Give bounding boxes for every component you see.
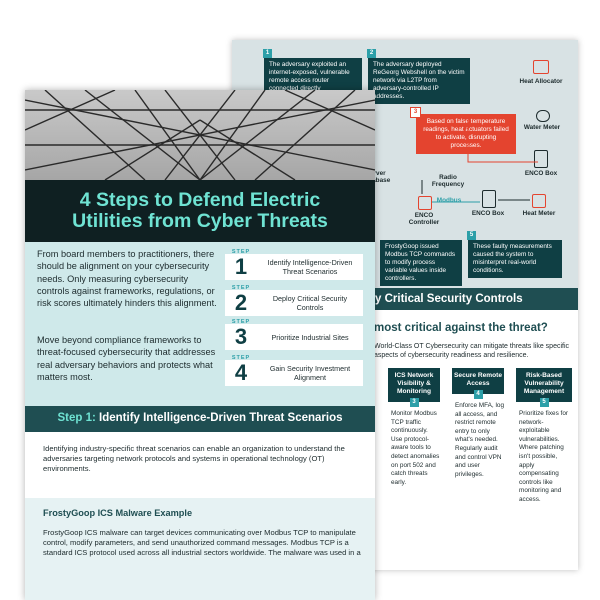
water-meter-icon: [536, 110, 550, 122]
step-4-label: STEP: [231, 355, 251, 361]
step-1-heading-title: Identify Intelligence-Driven Threat Scen…: [95, 412, 343, 424]
front-page: 4 Steps to Defend Electric Utilities fro…: [25, 90, 375, 600]
water-meter-label: Water Meter: [523, 124, 561, 131]
title-line-2: Utilities from Cyber Threats: [72, 210, 328, 232]
step-1-badge: STEP 1: [227, 249, 255, 283]
step-3-badge: STEP 3: [227, 319, 255, 353]
control-column-2: Secure Remote Access 4 Enforce MFA, log …: [452, 368, 504, 479]
step-4-text: Gain Security Investment Alignment: [269, 364, 351, 382]
callout-1-num: 1: [263, 49, 272, 58]
callout-1: 1 The adversary exploited an internet-ex…: [263, 49, 362, 96]
control-column-2-num: 4: [473, 390, 483, 399]
control-column-2-body: Enforce MFA, log all access, and restric…: [455, 402, 505, 478]
example-title: FrostyGoop ICS Malware Example: [43, 508, 193, 518]
step-1-body-paragraph: Identifying industry-specific threat sce…: [43, 444, 345, 473]
callout-5-text: These faulty measurements caused the sys…: [473, 243, 552, 274]
heat-meter-label: Heat Meter: [522, 210, 556, 217]
heat-meter-icon: [532, 194, 546, 208]
step-1-heading: Step 1: Identify Intelligence-Driven Thr…: [25, 412, 375, 424]
modbus-label: Modbus: [436, 197, 462, 204]
enco-box-top-label: ENCO Box: [524, 170, 558, 177]
back-text: World-Class OT Cybersecurity can mitigat…: [374, 343, 570, 359]
back-section-title: y Critical Security Controls: [375, 293, 523, 305]
callout-2: 2 The adversary deployed ReGeorg Webshel…: [367, 49, 470, 104]
callout-4: FrostyGoop issued Modbus TCP commands to…: [380, 240, 462, 286]
control-column-1-body: Monitor Modbus TCP traffic continuously.…: [391, 410, 440, 486]
heat-allocator-icon: [533, 60, 549, 74]
step-4-card: STEP 4 Gain Security Investment Alignmen…: [225, 355, 363, 386]
control-column-2-head: Secure Remote Access: [452, 368, 504, 394]
intro-paragraph-2: Move beyond compliance frameworks to thr…: [37, 335, 216, 382]
step-1-card: STEP 1 Identify Intelligence-Driven Thre…: [225, 249, 363, 280]
callout-5: 5 These faulty measurements caused the s…: [467, 231, 562, 278]
callout-3: 3 Based on false temperature readings, h…: [410, 107, 516, 154]
step-3-card: STEP 3 Prioritize Industrial Sites: [225, 319, 363, 350]
control-column-2-title: Secure Remote Access: [454, 372, 503, 387]
intro-paragraph-1: From board members to practitioners, the…: [37, 249, 217, 309]
control-column-1-title: ICS Network Visibility & Monitoring: [394, 372, 434, 395]
enco-controller-label: ENCO Controller: [408, 212, 440, 226]
callout-3-num: 3: [410, 107, 421, 118]
heat-allocator-label: Heat Allocator: [519, 78, 563, 85]
diagram-lines: [421, 120, 538, 203]
step-4-badge: STEP 4: [227, 355, 255, 389]
callout-1-text: The adversary exploited an internet-expo…: [269, 61, 350, 92]
enco-box-top-icon: [534, 150, 548, 168]
radio-label: Radio Frequency: [431, 174, 465, 188]
enco-box-label: ENCO Box: [471, 210, 505, 217]
step-2-text: Deploy Critical Security Controls: [272, 294, 348, 312]
example-paragraph: FrostyGoop ICS malware can target device…: [43, 528, 361, 557]
step-2-badge: STEP 2: [227, 285, 255, 319]
control-column-1-num: 3: [409, 398, 419, 407]
control-column-3: Risk-Based Vulnerability Management 5 Pr…: [516, 368, 572, 505]
title-line-1: 4 Steps to Defend Electric: [79, 189, 321, 211]
front-body: Identifying industry-specific threat sce…: [25, 432, 375, 600]
step-2-number: 2: [234, 290, 248, 315]
attack-diagram: 1 The adversary exploited an internet-ex…: [232, 40, 578, 288]
step-4-number: 4: [234, 360, 248, 385]
step-1-heading-prefix: Step 1:: [57, 412, 96, 424]
page-title: 4 Steps to Defend Electric Utilities fro…: [25, 190, 375, 232]
example-section: FrostyGoop ICS Malware Example FrostyGoo…: [25, 498, 375, 600]
callout-2-text: The adversary deployed ReGeorg Webshell …: [373, 61, 465, 100]
step-1-heading-band: Step 1: Identify Intelligence-Driven Thr…: [25, 406, 375, 432]
step-1-number: 1: [234, 254, 248, 279]
step-1-text: Identify Intelligence-Driven Threat Scen…: [267, 258, 353, 276]
callout-5-num: 5: [467, 231, 476, 240]
control-column-1: ICS Network Visibility & Monitoring 3 Mo…: [388, 368, 440, 487]
step-3-text: Prioritize Industrial Sites: [271, 333, 349, 342]
control-column-3-body: Prioritize fixes for network-exploitable…: [519, 410, 569, 503]
transmission-tower-image: [25, 90, 375, 180]
control-column-3-num: 5: [539, 398, 549, 407]
callout-2-num: 2: [367, 49, 376, 58]
enco-controller-icon: [418, 196, 432, 210]
step-3-label: STEP: [231, 319, 251, 325]
callout-3-text: Based on false temperature readings, hea…: [423, 118, 509, 149]
callout-4-text: FrostyGoop issued Modbus TCP commands to…: [385, 243, 456, 282]
server-db-label: erver tabase: [370, 170, 391, 184]
back-question: most critical against the threat?: [374, 322, 548, 334]
control-column-3-title: Risk-Based Vulnerability Management: [523, 372, 565, 395]
title-band: 4 Steps to Defend Electric Utilities fro…: [25, 180, 375, 242]
control-column-3-head: Risk-Based Vulnerability Management: [516, 368, 572, 402]
step-2-label: STEP: [231, 285, 251, 291]
intro-section: From board members to practitioners, the…: [25, 242, 375, 406]
step-1-label: STEP: [231, 249, 251, 255]
step-3-number: 3: [234, 324, 248, 349]
step-2-card: STEP 2 Deploy Critical Security Controls: [225, 285, 363, 316]
tower-lattice-graphic: [25, 90, 375, 180]
enco-box-icon: [482, 190, 496, 208]
control-column-1-head: ICS Network Visibility & Monitoring: [388, 368, 440, 402]
